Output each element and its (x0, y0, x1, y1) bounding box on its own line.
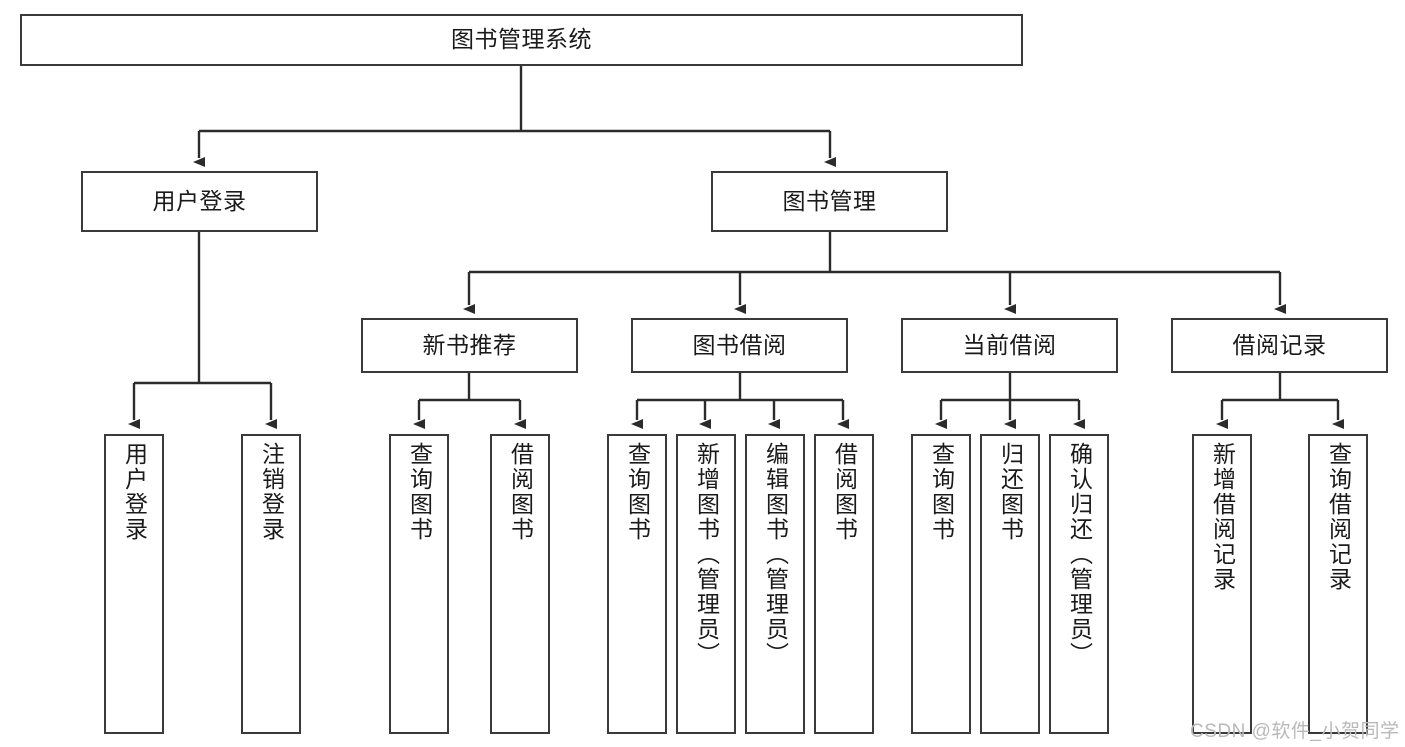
node-leaf-query-record[interactable]: 查询借阅记录 (1308, 434, 1368, 734)
node-leaf-query-book-3[interactable]: 查询图书 (911, 434, 971, 734)
node-label: 用户登录 (121, 442, 148, 542)
node-label: 借阅图书 (831, 442, 858, 542)
node-label: 注销登录 (258, 442, 285, 542)
node-label: 当前借阅 (962, 331, 1057, 358)
node-borrow-record[interactable]: 借阅记录 (1171, 318, 1388, 373)
node-label: 查询图书 (624, 442, 651, 542)
node-leaf-borrow-book-2[interactable]: 借阅图书 (814, 434, 874, 734)
node-leaf-user-logout[interactable]: 注销登录 (241, 434, 301, 734)
csdn-watermark: CSDN @软件_小贺同学 (1190, 721, 1400, 742)
node-user-login[interactable]: 用户登录 (81, 171, 318, 232)
node-label: 用户登录 (152, 187, 247, 214)
node-label: 借阅记录 (1232, 331, 1327, 358)
node-leaf-user-login[interactable]: 用户登录 (104, 434, 164, 734)
node-book-borrow[interactable]: 图书借阅 (631, 318, 848, 373)
node-label: 确认归还（管理员） (1066, 442, 1093, 667)
node-label: 新书推荐 (422, 331, 517, 358)
node-leaf-query-book-2[interactable]: 查询图书 (607, 434, 667, 734)
node-label: 归还图书 (997, 442, 1024, 542)
node-leaf-edit-book[interactable]: 编辑图书（管理员） (745, 434, 805, 734)
node-label: 新增图书（管理员） (693, 442, 720, 667)
node-label: 图书管理系统 (451, 26, 592, 53)
node-label: 新增借阅记录 (1209, 442, 1236, 592)
node-leaf-confirm-return[interactable]: 确认归还（管理员） (1049, 434, 1109, 734)
node-current-borrow[interactable]: 当前借阅 (901, 318, 1118, 373)
node-label: 图书管理 (782, 187, 877, 214)
node-root-book-management-system[interactable]: 图书管理系统 (20, 14, 1023, 66)
node-leaf-add-record[interactable]: 新增借阅记录 (1192, 434, 1252, 734)
node-label: 查询图书 (406, 442, 433, 542)
node-book-manage[interactable]: 图书管理 (711, 171, 948, 232)
node-label: 图书借阅 (692, 331, 787, 358)
node-label: 查询图书 (928, 442, 955, 542)
node-label: 查询借阅记录 (1325, 442, 1352, 592)
node-leaf-add-book[interactable]: 新增图书（管理员） (676, 434, 736, 734)
node-label: 借阅图书 (507, 442, 534, 542)
node-label: 编辑图书（管理员） (762, 442, 789, 667)
node-leaf-return-book[interactable]: 归还图书 (980, 434, 1040, 734)
node-leaf-query-book-1[interactable]: 查询图书 (389, 434, 449, 734)
node-leaf-borrow-book-1[interactable]: 借阅图书 (490, 434, 550, 734)
node-new-book-rec[interactable]: 新书推荐 (361, 318, 578, 373)
